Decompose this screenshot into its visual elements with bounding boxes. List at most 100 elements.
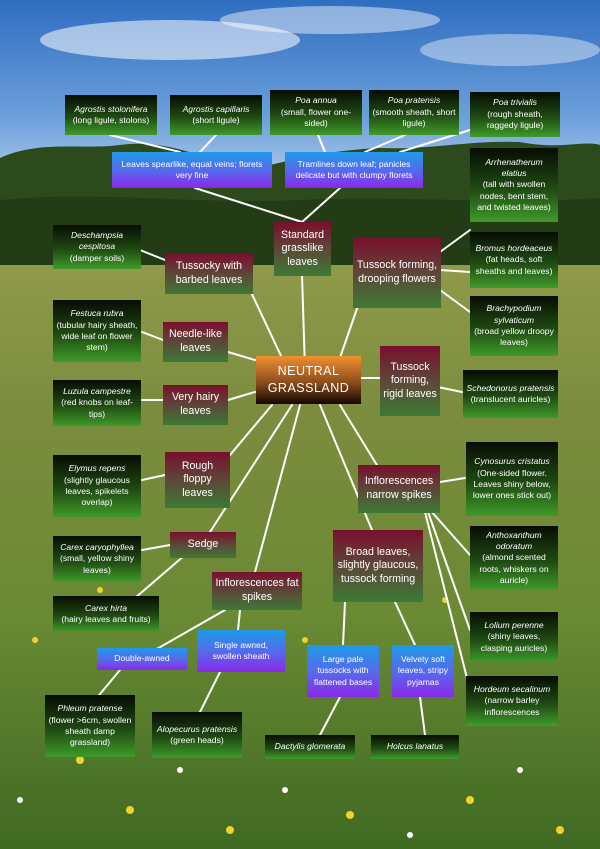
tussock-drooping-node: Tussock forming, drooping flowers <box>353 238 441 308</box>
species-note: (tall with swollen nodes, bent stem, and… <box>477 179 551 213</box>
species-dactylis-glomerata: Dactylis glomerata <box>265 735 355 759</box>
species-anthoxanthum-odoratum: Anthoxanthum odoratum (almond scented ro… <box>470 526 558 590</box>
connector <box>427 511 471 631</box>
species-note: (broad yellow droopy leaves) <box>474 326 554 348</box>
flower <box>556 826 564 834</box>
species-agrostis-stolonifera: Agrostis stolonifera (long ligule, stolo… <box>65 95 157 135</box>
connector <box>424 511 471 691</box>
species-name: Dactylis glomerata <box>274 741 346 752</box>
rough-floppy-node: Rough floppy leaves <box>165 452 230 508</box>
single-awned-label: Single awned, swollen sheath <box>212 639 270 661</box>
connector <box>227 351 256 361</box>
broad-leaves-label: Broad leaves, slightly glaucous, tussock… <box>337 545 419 585</box>
connector <box>301 187 341 223</box>
connector <box>109 134 181 153</box>
flower <box>17 797 23 803</box>
species-name: Carex hirta <box>84 602 128 613</box>
species-note: (slightly glaucous leaves, spikelets ove… <box>64 474 130 508</box>
standard-grasslike-node: Standard grasslike leaves <box>274 222 331 276</box>
tramlines-label: Tramlines down leaf; panicles delicate b… <box>295 158 413 180</box>
infl-fat-label: Inflorescences fat spikes <box>215 577 299 603</box>
connector <box>317 134 326 153</box>
connector <box>394 601 416 646</box>
connector <box>439 289 471 313</box>
species-carex-hirta: Carex hirta (hairy leaves and fruits) <box>53 596 159 632</box>
species-arrhenatherum-elatius: Arrhenatherum elatius (tall with swollen… <box>470 148 558 222</box>
species-name: Brachypodium sylvaticum <box>486 303 542 325</box>
species-name: Anthoxanthum odoratum <box>486 529 542 551</box>
species-holcus-lanatus: Holcus lanatus <box>371 735 459 759</box>
neutral-grassland-node: NEUTRAL GRASSLAND <box>256 356 361 404</box>
species-hordeum-secalinum: Hordeum secalinum (narrow barley inflore… <box>466 676 558 726</box>
species-lolium-perenne: Lolium perenne (shiny leaves, clasping a… <box>470 612 558 662</box>
connector <box>229 404 273 456</box>
species-agrostis-capillaris: Agrostis capillaris (short ligule) <box>170 95 262 135</box>
sedge-label: Sedge <box>187 538 219 551</box>
species-name: Arrhenatherum elatius <box>485 156 543 178</box>
species-name: Phleum pratense <box>57 703 123 714</box>
connector <box>342 601 346 646</box>
leaves-spearlike-label: Leaves spearlike, equal veins; florets v… <box>121 158 263 180</box>
species-name: Agrostis capillaris <box>182 103 250 114</box>
connector <box>141 331 164 341</box>
species-deschampsia-cespitosa: Deschampsia cespitosa (damper soils) <box>53 225 141 269</box>
cloud <box>40 20 300 60</box>
connector <box>134 554 186 599</box>
wildflowers <box>17 587 564 838</box>
cloud <box>220 6 440 34</box>
species-name: Bromus hordeaceus <box>475 242 553 253</box>
connector <box>237 609 241 631</box>
sedge-node: Sedge <box>170 532 236 558</box>
very-hairy-node: Very hairy leaves <box>163 385 228 425</box>
connector <box>429 509 471 556</box>
species-note: (green heads) <box>170 735 224 745</box>
species-note: (shiny leaves, clasping auricles) <box>480 631 548 653</box>
species-name: Festuca rubra <box>70 308 124 319</box>
species-note: (small, yellow shiny leaves) <box>59 553 135 575</box>
needle-label: Needle-like leaves <box>169 328 222 354</box>
species-note: (hairy leaves and fruits) <box>61 614 151 624</box>
species-name: Poa annua <box>295 95 337 106</box>
center-line-2: GRASSLAND <box>267 381 350 395</box>
flower <box>346 811 354 819</box>
flower <box>466 796 474 804</box>
species-festuca-rubra: Festuca rubra (tubular hairy sheath, wid… <box>53 300 141 362</box>
large-pale-label: Large pale tussocks with flattened bases <box>313 653 373 687</box>
connector <box>139 249 166 261</box>
single-awned-node: Single awned, swollen sheath <box>197 630 285 672</box>
connector <box>199 671 221 713</box>
velvety-node: Velvety soft leaves, stripy pyjamas <box>392 645 454 697</box>
flower <box>407 832 413 838</box>
species-luzula-campestre: Luzula campestre (red knobs on leaf-tips… <box>53 380 141 426</box>
species-name: Poa trivialis <box>493 97 537 108</box>
species-bromus-hordeaceus: Bromus hordeaceus (fat heads, soft sheat… <box>470 232 558 288</box>
tussock-drooping-label: Tussock forming, drooping flowers <box>356 259 438 285</box>
flower <box>282 787 288 793</box>
tramlines-node: Tramlines down leaf; panicles delicate b… <box>285 152 423 188</box>
flower <box>302 637 308 643</box>
tussock-rigid-node: Tussock forming, rigid leaves <box>380 346 440 416</box>
species-note: (narrow barley inflorescences <box>484 695 540 717</box>
species-note: (flower >6cm, swollen sheath damp grassl… <box>48 714 132 748</box>
connector <box>227 391 256 401</box>
connector <box>364 134 406 153</box>
connector <box>439 229 471 253</box>
large-pale-node: Large pale tussocks with flattened bases <box>307 645 379 697</box>
flower <box>226 826 234 834</box>
flower <box>177 767 183 773</box>
connector <box>154 609 226 651</box>
inflorescences-fat-node: Inflorescences fat spikes <box>212 572 302 610</box>
species-alopecurus-pratensis: Alopecurus pratensis (green heads) <box>152 712 242 758</box>
species-name: Cynosurus cristatus <box>474 456 550 467</box>
species-note: (long ligule, stolons) <box>72 115 150 125</box>
connector <box>339 404 381 471</box>
flower <box>97 587 103 593</box>
connector <box>254 404 301 573</box>
leaves-spearlike-node: Leaves spearlike, equal veins; florets v… <box>112 152 272 188</box>
rough-floppy-label: Rough floppy leaves <box>181 459 214 499</box>
tussocky-barbed-label: Tussocky with barbed leaves <box>175 260 243 286</box>
connector <box>194 187 303 223</box>
species-cynosurus-cristatus: Cynosurus cristatus (One-sided flower. L… <box>466 442 558 516</box>
flower <box>32 637 38 643</box>
